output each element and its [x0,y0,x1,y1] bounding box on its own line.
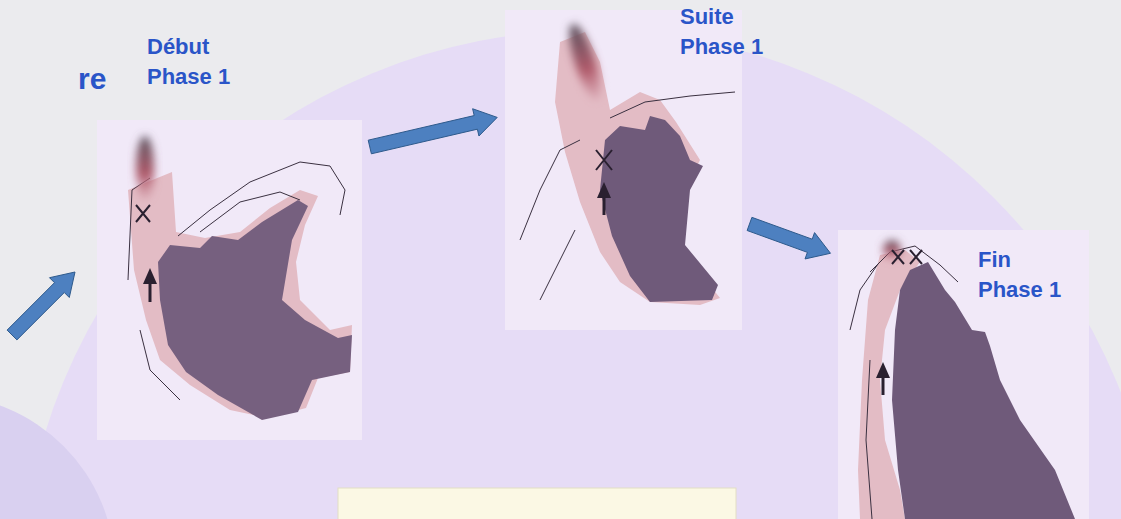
coast-line [850,246,958,519]
map-panel-node: Début Phase 1 [97,120,362,440]
plume [563,21,607,103]
plume [136,136,154,200]
flow-arrow [876,362,890,378]
phase-heading: Début Phase 1 [147,32,239,92]
map-panel-node: Suite Phase 1 [505,10,742,330]
coast-line [128,162,345,400]
phase-heading: Fin Phase 1 [978,245,1070,305]
cross-mark [136,205,150,222]
cross-mark [892,250,922,264]
empty-box [338,488,736,519]
dark-area [158,200,352,420]
map-panel [838,230,1089,519]
cross-mark [596,150,612,170]
title-fragment: re [78,62,106,96]
phase-heading: Suite Phase 1 [680,2,772,62]
block-arrow [368,109,497,154]
map-panel-node: Fin Phase 1 [838,230,1089,519]
coast-line [520,92,735,300]
dark-area [600,116,718,302]
map-panel [97,120,362,440]
flow-arrow [143,268,157,284]
block-arrow [7,272,75,340]
flow-arrow [597,182,611,198]
block-arrow [747,217,830,259]
